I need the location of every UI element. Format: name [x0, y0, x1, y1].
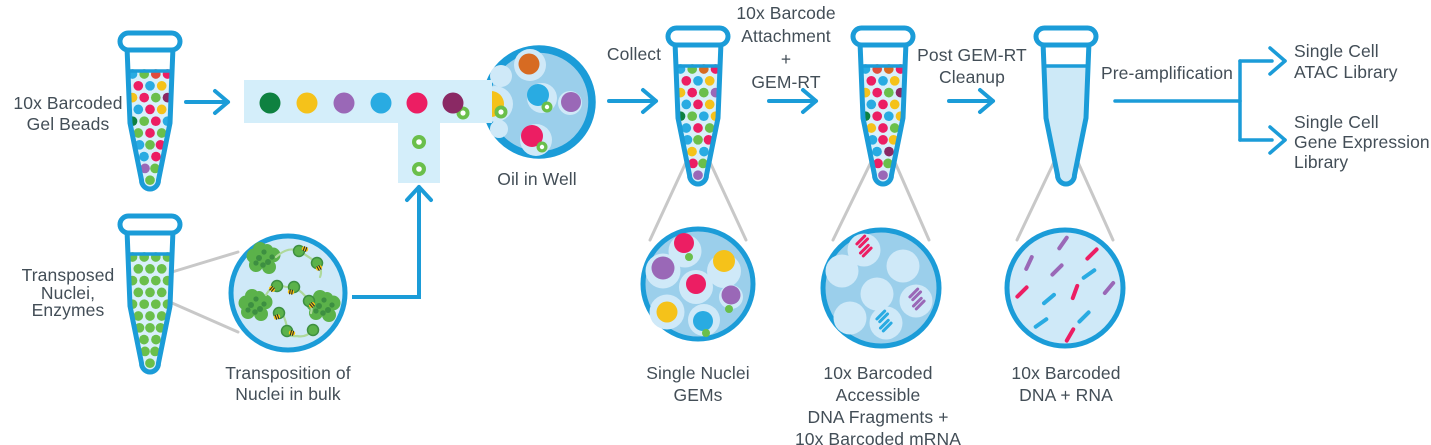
cleaned-sample-tube: [1033, 25, 1099, 187]
nuclei-clump: [238, 289, 273, 321]
enzyme-icon: [273, 314, 281, 320]
enzyme-icon: [288, 330, 296, 336]
enzyme-icon: [309, 302, 315, 308]
arrow-cleanup: [947, 88, 995, 114]
post-gemrt-tube: [850, 25, 916, 187]
barcoded-dna-rna-label: 10x Barcoded DNA + RNA: [1011, 363, 1121, 405]
transposed-nuclei-tube: [117, 213, 183, 375]
post-gem-rt-cleanup-label: Post GEM-RT Cleanup: [917, 45, 1027, 87]
enzyme-icon: [287, 289, 295, 295]
nucleic-dash: [1081, 268, 1097, 280]
fragment-marks: [875, 309, 893, 333]
collected-gems-tube: [665, 25, 731, 187]
nucleic-dash: [1102, 281, 1116, 295]
inject-arrow: [352, 185, 433, 299]
single-nuclei-gems-label: Single Nuclei GEMs: [646, 363, 750, 405]
oil-in-well-circle: [477, 45, 596, 159]
nucleic-dash: [1064, 327, 1076, 343]
nucleic-dash: [1015, 285, 1029, 299]
nucleic-dash: [1024, 255, 1034, 271]
collect-label: Collect: [606, 44, 662, 64]
barcode-attachment-label: 10x Barcode Attachment + GEM-RT: [736, 3, 836, 92]
gel-beads-tube: [117, 30, 183, 192]
pre-amplification-label: Pre-amplification: [1100, 63, 1234, 83]
nucleic-dash: [1033, 317, 1049, 329]
nucleic-dash: [1077, 310, 1091, 324]
oil-in-well-label: Oil in Well: [497, 169, 577, 189]
arrow-gel-beads: [184, 89, 230, 115]
nuclei-clump: [246, 242, 281, 274]
enzyme-icon: [315, 265, 323, 271]
arrow-collect: [607, 88, 658, 114]
nucleic-dash: [1042, 292, 1056, 306]
nucleic-dash: [1085, 247, 1099, 261]
enzyme-icon: [301, 246, 309, 252]
fragment-marks: [908, 287, 926, 311]
gex-library-label: Single Cell Gene Expression Library: [1294, 112, 1430, 172]
gel-beads-label: 10x Barcoded Gel Beads: [13, 93, 123, 134]
single-nuclei-gems-circle: [640, 226, 756, 342]
callout-lines: [170, 158, 1115, 334]
enzyme-icon: [269, 286, 275, 292]
accessible-dna-label: 10x Barcoded Accessible DNA Fragments + …: [794, 363, 962, 445]
transposition-label: Transposition of Nuclei in bulk: [225, 363, 351, 404]
fragment-marks: [855, 234, 873, 258]
atac-library-label: Single Cell ATAC Library: [1294, 41, 1398, 82]
library-branch: [1113, 46, 1287, 155]
arrow-gem-rt: [767, 88, 818, 114]
barcoded-fragments-circle: [820, 227, 942, 349]
nucleic-dash: [1050, 263, 1064, 277]
barcoded-dna-rna-circle: [1004, 227, 1126, 349]
nucleic-dash: [1057, 235, 1069, 251]
microfluidic-channel: [244, 80, 553, 183]
nucleic-dash: [1070, 283, 1080, 301]
transposition-circle: [228, 233, 348, 353]
transposed-nuclei-label: Transposed Nuclei, Enzymes: [21, 265, 115, 320]
